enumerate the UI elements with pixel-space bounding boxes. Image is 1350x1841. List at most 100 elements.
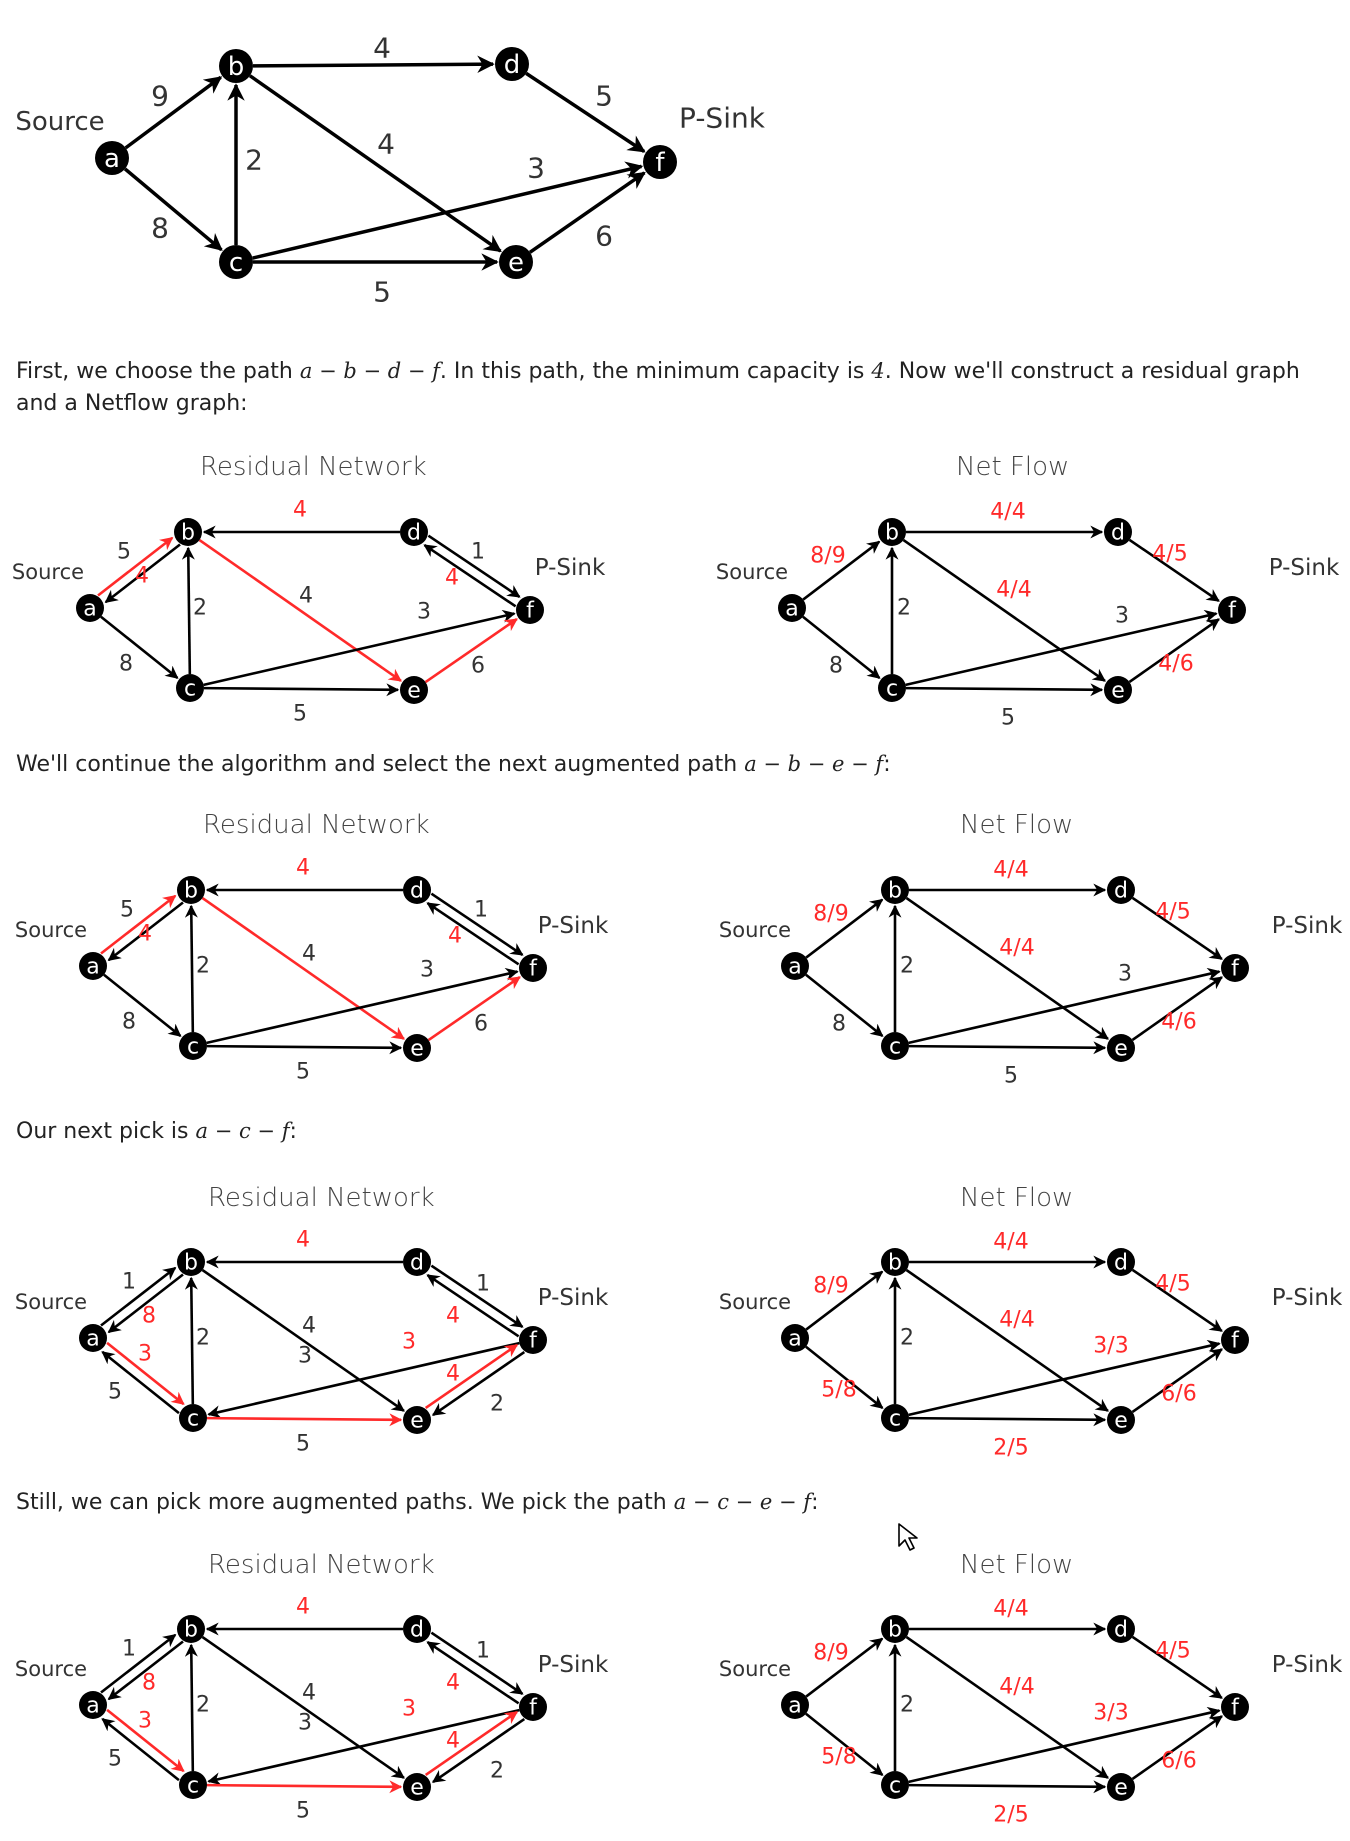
- sink-label: P-Sink: [679, 102, 766, 135]
- sink-label: P-Sink: [1269, 555, 1340, 581]
- node-b: [177, 1248, 205, 1276]
- node-f: [1221, 954, 1249, 982]
- node-a: [79, 1691, 107, 1719]
- label-df-back: 4: [446, 1304, 460, 1329]
- label-ef-forward: 2: [490, 1392, 504, 1417]
- node-d: [403, 1615, 431, 1643]
- edge-be: [201, 1268, 405, 1412]
- sink-label: P-Sink: [538, 1285, 609, 1311]
- node-label-b: b: [184, 1618, 198, 1643]
- label-ab: 8/9: [813, 1641, 848, 1666]
- node-f: [516, 596, 544, 624]
- label-ac-back: 3: [138, 1342, 152, 1367]
- label-ac: 8: [832, 1012, 846, 1037]
- label-ef: 6/6: [1161, 1382, 1196, 1407]
- node-label-e: e: [410, 1409, 424, 1434]
- node-label-c: c: [187, 1774, 199, 1799]
- node-label-a: a: [788, 955, 801, 980]
- netflow-title-4: Net Flow: [960, 1550, 1074, 1580]
- node-label-c: c: [889, 1774, 901, 1799]
- label-df-forward: 1: [476, 1639, 490, 1664]
- label-cf: 3: [1115, 604, 1129, 629]
- edge-df: [1131, 896, 1223, 961]
- node-label-d: d: [1111, 521, 1125, 546]
- edge-be: [248, 74, 502, 253]
- edge-label-ce: 5: [373, 276, 391, 309]
- node-f: [1221, 1693, 1249, 1721]
- edge-label-ac: 8: [151, 212, 169, 245]
- node-label-f: f: [1228, 599, 1237, 624]
- label-df-forward: 1: [471, 540, 485, 565]
- node-f: [643, 145, 677, 179]
- label-bd: 4: [293, 498, 307, 523]
- label-df: 4/5: [1155, 900, 1190, 925]
- edge-ac: [805, 973, 884, 1038]
- paragraph-4: Still, we can pick more augmented paths.…: [16, 1490, 819, 1515]
- node-c: [878, 674, 906, 702]
- edge-ef: [427, 976, 521, 1042]
- node-label-f: f: [529, 1696, 538, 1721]
- edge-cb: [184, 1643, 198, 1772]
- label-ce: 5: [293, 702, 307, 727]
- label-cb: 2: [193, 596, 207, 621]
- node-label-a: a: [785, 597, 798, 622]
- node-c: [179, 1032, 207, 1060]
- node-b: [177, 876, 205, 904]
- node-label-f: f: [526, 599, 535, 624]
- node-label-f: f: [655, 148, 665, 178]
- node-label-b: b: [184, 1251, 198, 1276]
- edge-label-be: 4: [377, 128, 395, 161]
- edge-ab-back: [107, 901, 184, 962]
- node-label-e: e: [508, 248, 524, 278]
- edge-ce: [206, 1780, 403, 1794]
- node-b: [177, 1615, 205, 1643]
- label-df: 4/5: [1152, 542, 1187, 567]
- edge-ef: [1131, 976, 1223, 1042]
- edge-cf: [908, 967, 1221, 1045]
- edge-ce: [206, 1041, 403, 1055]
- sink-label: P-Sink: [1272, 1285, 1343, 1311]
- edge-ce: [203, 683, 400, 697]
- node-label-d: d: [410, 1251, 424, 1276]
- edge-ab-forward: [97, 536, 174, 597]
- label-be: 4: [302, 942, 316, 967]
- label-ac-forward: 5: [108, 1380, 122, 1405]
- edge-cf: [908, 1339, 1221, 1417]
- label-ce: 5: [1004, 1064, 1018, 1089]
- edge-be: [201, 896, 405, 1040]
- node-f: [519, 954, 547, 982]
- node-label-f: f: [529, 1329, 538, 1354]
- edge-df-back: [423, 543, 517, 608]
- label-ac: 5/8: [821, 1745, 856, 1770]
- node-label-a: a: [788, 1327, 801, 1352]
- edge-cf: [905, 609, 1218, 687]
- label-cf: 3: [417, 600, 431, 625]
- source-label: Source: [719, 918, 791, 942]
- node-label-b: b: [228, 52, 245, 82]
- edge-ce: [908, 1413, 1107, 1427]
- label-ef-back: 4: [446, 1362, 460, 1387]
- node-d: [403, 1248, 431, 1276]
- node-label-b: b: [181, 521, 195, 546]
- label-ab: 8/9: [813, 1274, 848, 1299]
- node-label-e: e: [1114, 1409, 1128, 1434]
- node-label-b: b: [184, 879, 198, 904]
- edge-df-forward: [430, 1631, 524, 1696]
- label-ce: 5: [1001, 706, 1015, 731]
- edge-df: [1128, 538, 1220, 603]
- paragraph-2: We'll continue the algorithm and select …: [16, 752, 891, 777]
- edge-df-back: [426, 1273, 520, 1338]
- label-be: 4: [302, 1314, 316, 1339]
- edge-be: [201, 1635, 405, 1779]
- edge-label-cb: 2: [245, 144, 263, 177]
- label-ab-forward: 1: [122, 1637, 136, 1662]
- label-ab: 8/9: [810, 544, 845, 569]
- node-a: [79, 952, 107, 980]
- node-f: [1218, 596, 1246, 624]
- edge-cb: [184, 1276, 198, 1405]
- edge-df: [525, 71, 646, 153]
- node-b: [881, 876, 909, 904]
- label-be: 4: [302, 1681, 316, 1706]
